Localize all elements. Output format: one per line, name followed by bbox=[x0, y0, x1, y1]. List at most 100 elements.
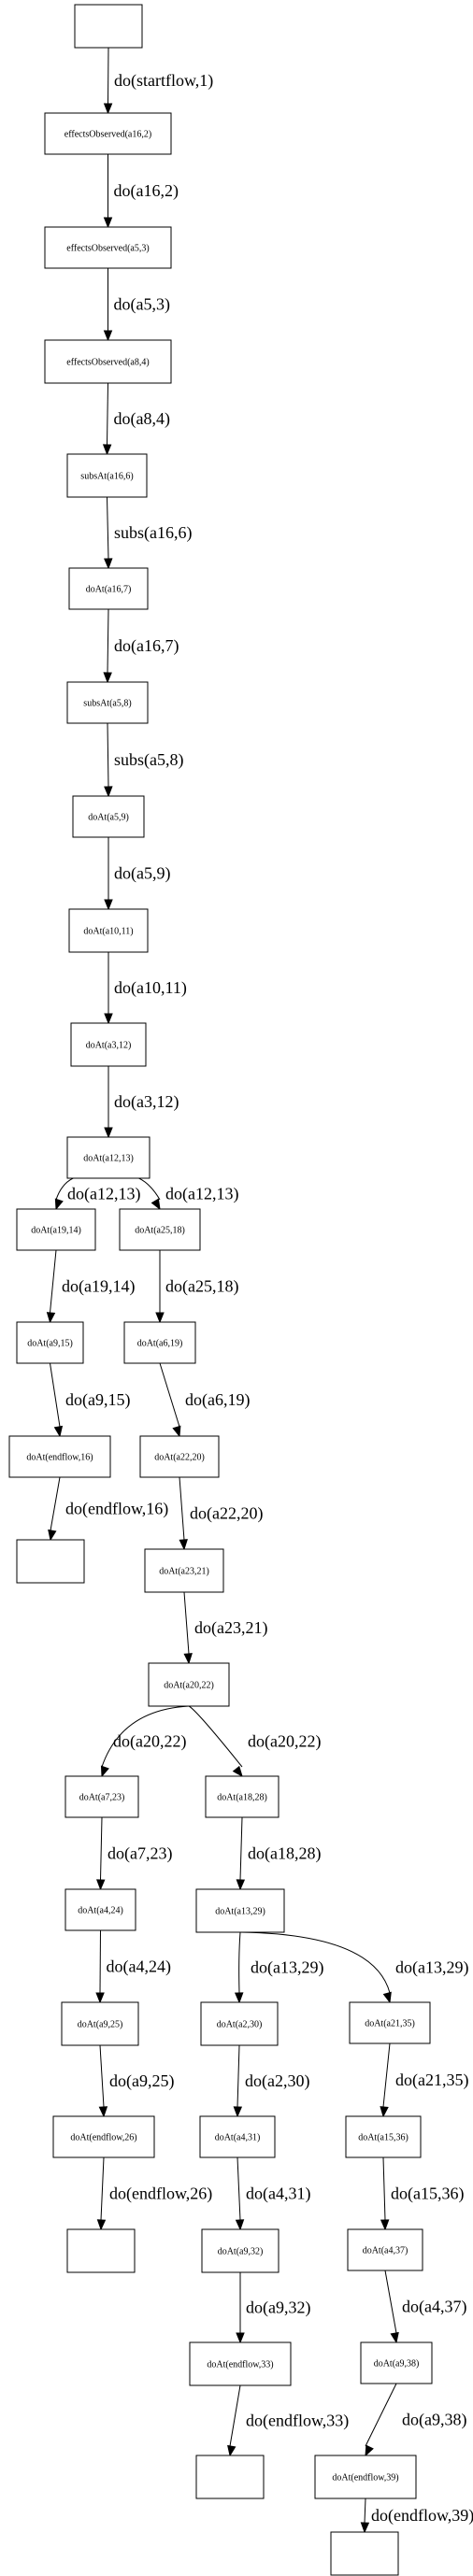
arrowhead-icon bbox=[102, 444, 112, 456]
state-node: doAt(a5,9) bbox=[72, 795, 145, 838]
state-node: effectsObserved(a16,2) bbox=[44, 112, 172, 155]
edge: do(a3,12) bbox=[104, 1066, 179, 1139]
node-label: doAt(a23,21) bbox=[159, 1567, 209, 1577]
state-node: effectsObserved(a5,3) bbox=[44, 226, 172, 269]
edge: do(a12,13) bbox=[54, 1174, 140, 1211]
edge-label: do(a16,7) bbox=[114, 636, 179, 656]
node-box bbox=[44, 339, 172, 384]
edge-line bbox=[229, 2384, 241, 2447]
edge-line bbox=[238, 1931, 241, 1994]
state-node: doAt(endflow,39) bbox=[314, 2455, 417, 2499]
state-node: doAt(a18,28) bbox=[205, 1775, 280, 1818]
node-label: effectsObserved(a16,2) bbox=[64, 130, 151, 140]
node-box bbox=[72, 795, 145, 838]
edge-label: do(a12,13) bbox=[67, 1185, 140, 1204]
edge: do(a23,21) bbox=[183, 1591, 267, 1665]
edges-layer: do(startflow,1)do(a16,2)do(a5,3)do(a8,4)… bbox=[46, 47, 473, 2534]
edge-label: do(a2,30) bbox=[245, 2071, 309, 2091]
edge-label: do(a9,32) bbox=[246, 2298, 310, 2318]
edge-label: do(a9,25) bbox=[109, 2071, 174, 2091]
node-box bbox=[68, 567, 149, 610]
terminal-node bbox=[16, 1539, 85, 1584]
node-box bbox=[189, 2341, 292, 2386]
arrowhead-icon bbox=[365, 2444, 374, 2457]
edge-label: do(a19,14) bbox=[62, 1277, 135, 1297]
arrowhead-icon bbox=[183, 1653, 193, 1665]
edge: do(a4,24) bbox=[95, 1929, 171, 2004]
arrowhead-icon bbox=[233, 2106, 243, 2118]
arrowhead-icon bbox=[104, 1127, 113, 1139]
node-label: doAt(a21,35) bbox=[365, 2019, 415, 2029]
edge-label: do(a7,23) bbox=[108, 1844, 172, 1864]
state-node: doAt(a6,19) bbox=[123, 1321, 196, 1364]
edge-label: do(a4,37) bbox=[402, 2298, 466, 2317]
edge-label: do(endflow,39) bbox=[371, 2506, 473, 2526]
node-box bbox=[66, 1136, 150, 1179]
state-node: doAt(a15,36) bbox=[345, 2115, 422, 2158]
edge-line bbox=[236, 2044, 240, 2108]
node-box bbox=[200, 2001, 279, 2046]
terminal-node bbox=[330, 2531, 399, 2576]
node-label: doAt(a22,20) bbox=[154, 1453, 205, 1463]
edge-line bbox=[100, 1816, 103, 1881]
node-label: doAt(a9,15) bbox=[27, 1339, 73, 1349]
arrowhead-icon bbox=[53, 1425, 64, 1438]
arrowhead-icon bbox=[48, 1529, 57, 1542]
node-label: doAt(a13,29) bbox=[215, 1907, 265, 1917]
arrowhead-icon bbox=[100, 1765, 109, 1778]
edge-label: do(a22,20) bbox=[190, 1504, 263, 1524]
node-label: doAt(a4,24) bbox=[78, 1906, 123, 1916]
edge: do(a25,18) bbox=[155, 1250, 238, 1324]
state-node: doAt(a25,18) bbox=[119, 1208, 201, 1251]
node-label: doAt(a7,23) bbox=[79, 1793, 125, 1803]
arrowhead-icon bbox=[104, 558, 113, 570]
edge: do(endflow,33) bbox=[227, 2384, 349, 2457]
state-node: doAt(a12,13) bbox=[66, 1136, 150, 1179]
edge-label: do(a18,28) bbox=[248, 1844, 321, 1864]
edge-label: do(a5,3) bbox=[114, 295, 170, 315]
node-box bbox=[201, 2228, 280, 2273]
edge-label: do(a9,15) bbox=[65, 1390, 130, 1410]
state-node: subsAt(a16,6) bbox=[66, 453, 148, 498]
edge: do(a20,22) bbox=[188, 1705, 321, 1778]
terminal-node bbox=[195, 2455, 265, 2499]
edge: do(a9,15) bbox=[50, 1362, 130, 1438]
node-box bbox=[74, 4, 143, 49]
edge-line bbox=[183, 1591, 190, 1655]
edge: do(a9,38) bbox=[365, 2383, 466, 2457]
edge-label: subs(a5,8) bbox=[114, 750, 184, 770]
node-label: effectsObserved(a5,3) bbox=[66, 244, 149, 254]
node-box bbox=[66, 453, 148, 498]
edge-label: do(a12,13) bbox=[165, 1185, 238, 1204]
edge-label: do(startflow,1) bbox=[114, 71, 213, 91]
edge-label: do(a20,22) bbox=[248, 1732, 321, 1752]
node-label: doAt(endflow,26) bbox=[70, 2133, 136, 2143]
edge-label: do(endflow,16) bbox=[65, 1500, 168, 1519]
edge: do(a10,11) bbox=[104, 952, 187, 1025]
edge: do(a2,30) bbox=[233, 2044, 309, 2118]
arrowhead-icon bbox=[104, 1013, 113, 1025]
node-label: doAt(a6,19) bbox=[137, 1339, 183, 1349]
state-node: subsAt(a5,8) bbox=[66, 681, 149, 724]
edge-label: do(a9,38) bbox=[402, 2411, 466, 2430]
edge-label: do(a21,35) bbox=[395, 2071, 468, 2090]
edge-line bbox=[239, 1931, 391, 1994]
state-node: doAt(a16,7) bbox=[68, 567, 149, 610]
edge: subs(a16,6) bbox=[104, 496, 193, 570]
node-box bbox=[199, 2115, 276, 2158]
arrowhead-icon bbox=[54, 1198, 64, 1211]
edge: do(a13,29) bbox=[239, 1931, 468, 2004]
node-box bbox=[66, 681, 149, 724]
edge-line bbox=[159, 1362, 180, 1428]
node-label: doAt(endflow,39) bbox=[332, 2473, 398, 2483]
node-box bbox=[360, 2341, 433, 2384]
arrowhead-icon bbox=[172, 1425, 181, 1438]
state-node: doAt(a10,11) bbox=[68, 908, 149, 953]
node-box bbox=[66, 2228, 136, 2273]
state-node: doAt(a19,14) bbox=[16, 1208, 96, 1251]
node-box bbox=[347, 2228, 423, 2271]
edge-label: do(a15,36) bbox=[391, 2185, 464, 2204]
edge-label: do(a23,21) bbox=[194, 1618, 267, 1638]
node-label: doAt(a9,32) bbox=[218, 2247, 264, 2257]
